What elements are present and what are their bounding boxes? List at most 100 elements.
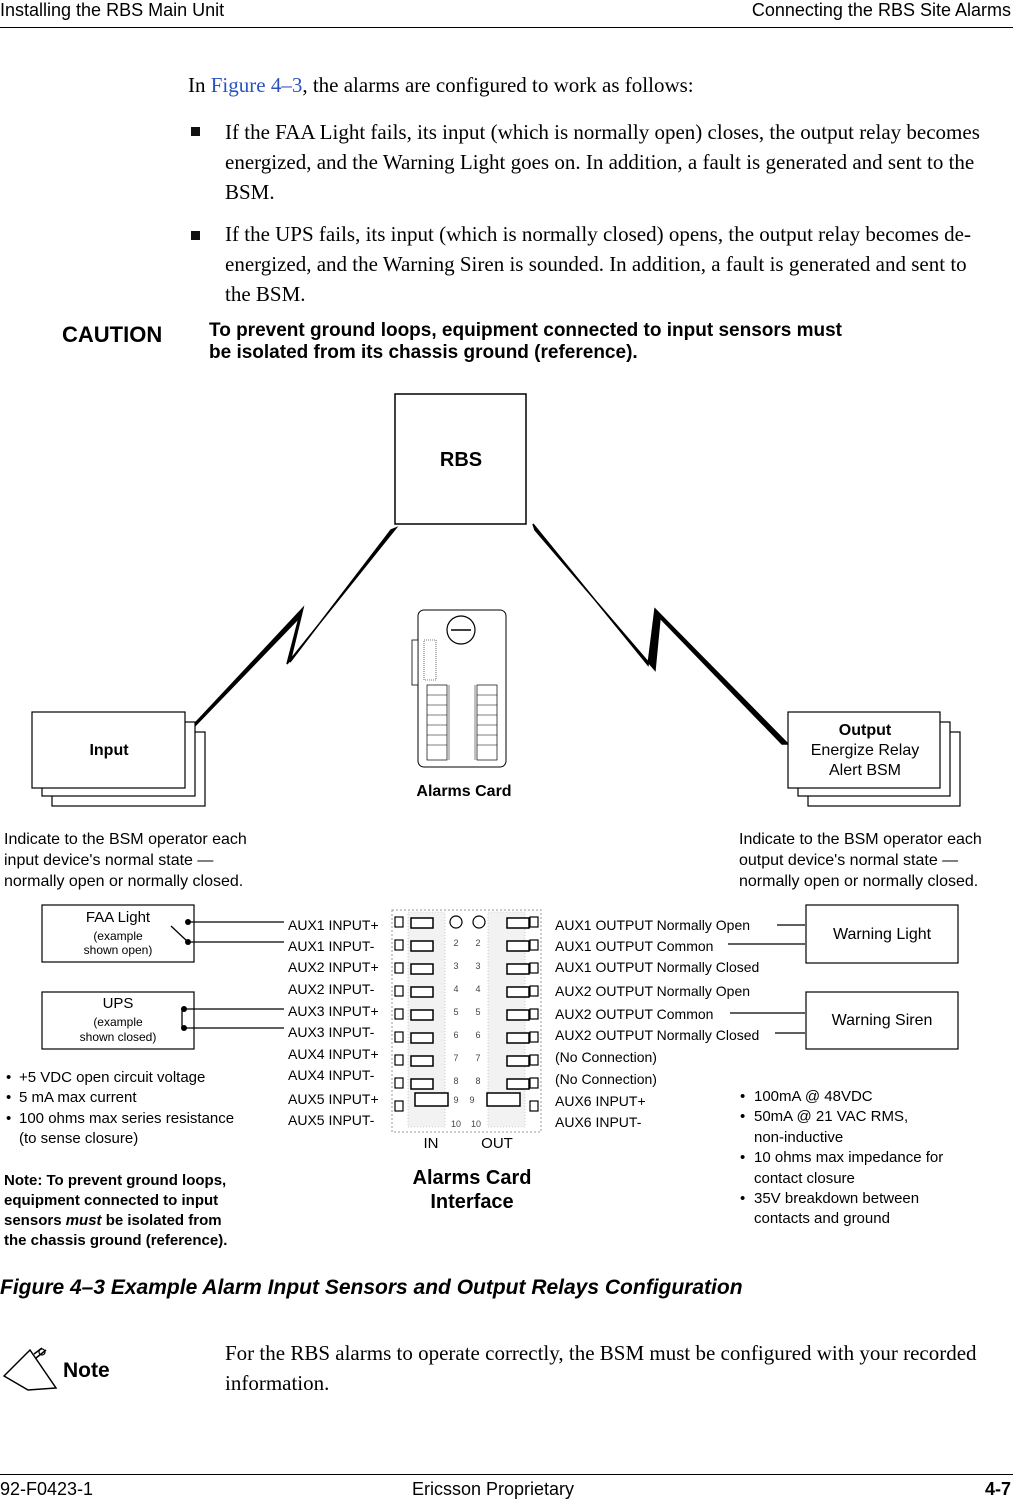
output-title: Output xyxy=(839,722,892,739)
footer-page-number: 4-7 xyxy=(984,1479,1011,1499)
input-label: Input xyxy=(89,742,129,759)
warning-light-box xyxy=(805,904,959,964)
aux-right-label: (No Connection) xyxy=(555,1049,657,1065)
spec-bullet-icon: • xyxy=(6,1069,11,1086)
bullet-square-icon xyxy=(191,231,200,240)
faa-switch-open-icon xyxy=(170,925,189,943)
faa-light-box xyxy=(41,904,195,963)
svg-text:10: 10 xyxy=(451,1119,461,1129)
bottom-note-4: the chassis ground (reference). xyxy=(4,1232,227,1249)
footer-doc-number: 92-F0423-1 xyxy=(0,1479,94,1499)
spec-right: 35V breakdown between xyxy=(754,1190,919,1207)
aux-right-label: AUX1 OUTPUT Common xyxy=(555,938,713,954)
aux-left-label: AUX5 INPUT+ xyxy=(288,1091,379,1107)
aux-left-label: AUX2 INPUT+ xyxy=(288,959,379,975)
spec-bullet-icon: • xyxy=(740,1108,745,1125)
header-left: Installing the RBS Main Unit xyxy=(0,0,225,20)
output-line-1: Energize Relay xyxy=(811,742,920,759)
header-right: Connecting the RBS Site Alarms xyxy=(751,0,1011,20)
aux-left-label: AUX2 INPUT- xyxy=(288,981,375,997)
lightning-bolt-left-icon xyxy=(183,526,399,736)
svg-text:5: 5 xyxy=(475,1007,480,1017)
interface-label-2: Interface xyxy=(430,1191,513,1213)
footer-proprietary: Ericsson Proprietary xyxy=(412,1479,575,1499)
figure-caption: Figure 4–3 Example Alarm Input Sensors a… xyxy=(0,1276,743,1299)
caution-label: CAUTION xyxy=(62,322,163,347)
aux-right-label: AUX2 OUTPUT Normally Open xyxy=(555,983,750,999)
spec-left: +5 VDC open circuit voltage xyxy=(19,1069,205,1086)
warning-light-label: Warning Light xyxy=(833,926,932,943)
bullet-square-icon xyxy=(191,127,200,136)
spec-bullet-icon: • xyxy=(740,1088,745,1105)
aux-right-label: (No Connection) xyxy=(555,1071,657,1087)
spec-bullet-icon: • xyxy=(740,1190,745,1207)
svg-text:9: 9 xyxy=(453,1095,458,1105)
ups-sub-2: shown closed) xyxy=(80,1030,157,1044)
aux-right-label: AUX6 INPUT+ xyxy=(555,1093,646,1109)
output-box xyxy=(787,711,941,789)
rbs-label: RBS xyxy=(440,449,482,471)
bottom-note-2: equipment connected to input xyxy=(4,1192,218,1209)
rbs-box xyxy=(394,393,527,525)
faa-light-title: FAA Light xyxy=(86,909,151,926)
svg-text:10: 10 xyxy=(471,1119,481,1129)
ups-box xyxy=(41,991,195,1050)
bullet-item: If the UPS fails, its input (which is no… xyxy=(225,222,971,306)
note-label: Note xyxy=(63,1359,110,1382)
alarm-configuration-diagram: RBS Alarms Card Input Output Energize Re… xyxy=(4,393,982,1249)
aux-right-label: AUX2 OUTPUT Normally Closed xyxy=(555,1027,759,1043)
faa-light-sub-1: (example xyxy=(93,929,143,943)
input-box xyxy=(31,711,186,789)
spec-bullet-icon: • xyxy=(6,1089,11,1106)
alarms-card-interface-connector: 2 3 4 5 6 7 8 9 10 2 3 4 5 6 7 8 9 10 xyxy=(391,909,542,1133)
indicate-left-2: input device's normal state — xyxy=(4,852,213,869)
bottom-note-1: Note: To prevent ground loops, xyxy=(4,1172,226,1189)
aux-right-label: AUX2 OUTPUT Common xyxy=(555,1006,713,1022)
figure-link[interactable]: Figure 4–3 xyxy=(210,73,303,97)
svg-text:7: 7 xyxy=(475,1053,480,1063)
aux-left-label: AUX3 INPUT+ xyxy=(288,1003,379,1019)
interface-label-1: Alarms Card xyxy=(413,1167,532,1189)
out-label: OUT xyxy=(481,1135,513,1152)
alarms-card-label: Alarms Card xyxy=(416,783,511,800)
svg-text:3: 3 xyxy=(453,961,458,971)
spec-left: 100 ohms max series resistance xyxy=(19,1110,234,1127)
in-label: IN xyxy=(424,1135,439,1152)
svg-text:6: 6 xyxy=(475,1030,480,1040)
ups-sub-1: (example xyxy=(93,1015,143,1029)
spec-left: 5 mA max current xyxy=(19,1089,137,1106)
aux-right-label: AUX1 OUTPUT Normally Closed xyxy=(555,959,759,975)
aux-right-label: AUX1 OUTPUT Normally Open xyxy=(555,917,750,933)
svg-text:4: 4 xyxy=(475,984,480,994)
svg-text:8: 8 xyxy=(475,1076,480,1086)
indicate-left-3: normally open or normally closed. xyxy=(4,873,243,890)
aux-left-label: AUX1 INPUT+ xyxy=(288,917,379,933)
spec-right: contacts and ground xyxy=(754,1210,890,1227)
svg-text:2: 2 xyxy=(475,938,480,948)
indicate-right-3: normally open or normally closed. xyxy=(739,873,978,890)
aux-left-label: AUX4 INPUT+ xyxy=(288,1046,379,1062)
indicate-left-1: Indicate to the BSM operator each xyxy=(4,831,247,848)
bullet-item: If the FAA Light fails, its input (which… xyxy=(225,120,980,204)
ups-title: UPS xyxy=(103,995,134,1012)
aux-left-label: AUX3 INPUT- xyxy=(288,1024,375,1040)
spec-right: 10 ohms max impedance for xyxy=(754,1149,943,1166)
svg-text:7: 7 xyxy=(453,1053,458,1063)
lightning-bolt-right-icon xyxy=(532,523,790,745)
svg-text:5: 5 xyxy=(453,1007,458,1017)
aux-right-label: AUX6 INPUT- xyxy=(555,1114,642,1130)
spec-bullet-icon: • xyxy=(740,1149,745,1166)
aux-left-label: AUX5 INPUT- xyxy=(288,1112,375,1128)
faa-light-sub-2: shown open) xyxy=(84,943,153,957)
svg-text:8: 8 xyxy=(453,1076,458,1086)
aux-left-label: AUX4 INPUT- xyxy=(288,1067,375,1083)
indicate-right-1: Indicate to the BSM operator each xyxy=(739,831,982,848)
spec-right: 100mA @ 48VDC xyxy=(754,1088,873,1105)
note-text: For the RBS alarms to operate correctly,… xyxy=(225,1341,977,1395)
svg-text:3: 3 xyxy=(475,961,480,971)
bottom-note-3: sensors must be isolated from xyxy=(4,1212,222,1229)
svg-text:9: 9 xyxy=(469,1095,474,1105)
warning-siren-box xyxy=(805,991,959,1050)
aux-left-label: AUX1 INPUT- xyxy=(288,938,375,954)
spec-left: (to sense closure) xyxy=(19,1130,138,1147)
